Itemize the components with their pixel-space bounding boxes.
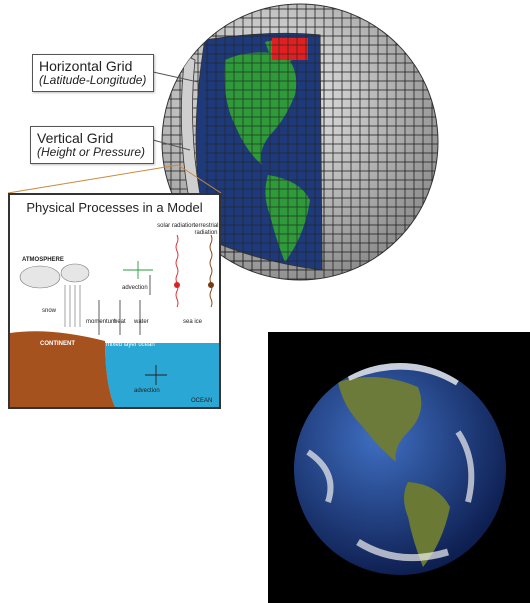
- water-label: water: [134, 319, 149, 325]
- physical-processes-panel: Physical Processes in a Model: [8, 193, 221, 409]
- advection-top-label: advection: [122, 285, 148, 291]
- atmosphere-label: ATMOSPHERE: [22, 257, 64, 263]
- sea-ice-label: sea ice: [183, 319, 203, 325]
- momentum-label: momentum: [86, 319, 117, 325]
- vertical-grid-title: Vertical Grid: [37, 130, 114, 146]
- terrestrial-radiation-label: terrestrial radiation: [193, 223, 219, 236]
- heat-label: heat: [114, 319, 126, 325]
- horizontal-grid-subtitle: (Latitude-Longitude): [39, 73, 147, 88]
- solar-radiation-label: solar radiation: [157, 223, 195, 229]
- vertical-grid-subtitle: (Height or Pressure): [37, 145, 146, 160]
- continent-label: CONTINENT: [40, 341, 75, 347]
- processes-title: Physical Processes in a Model: [26, 200, 203, 215]
- continent-body: [10, 331, 115, 407]
- snow-label: snow: [42, 308, 57, 314]
- gridded-globe: [7, 3, 439, 281]
- horizontal-grid-title: Horizontal Grid: [39, 58, 133, 74]
- vertical-grid-label: Vertical Grid (Height or Pressure): [30, 126, 154, 164]
- mixed-layer-ocean-label: mixed layer ocean: [106, 342, 155, 348]
- advection-bottom-label: advection: [134, 388, 160, 394]
- earth-photo: [268, 332, 530, 603]
- earth-globe-image: [294, 363, 506, 575]
- horizontal-grid-label: Horizontal Grid (Latitude-Longitude): [32, 54, 154, 92]
- cloud-icon: [19, 265, 61, 289]
- processes-diagram: [10, 234, 219, 407]
- ocean-label: OCEAN: [191, 398, 213, 404]
